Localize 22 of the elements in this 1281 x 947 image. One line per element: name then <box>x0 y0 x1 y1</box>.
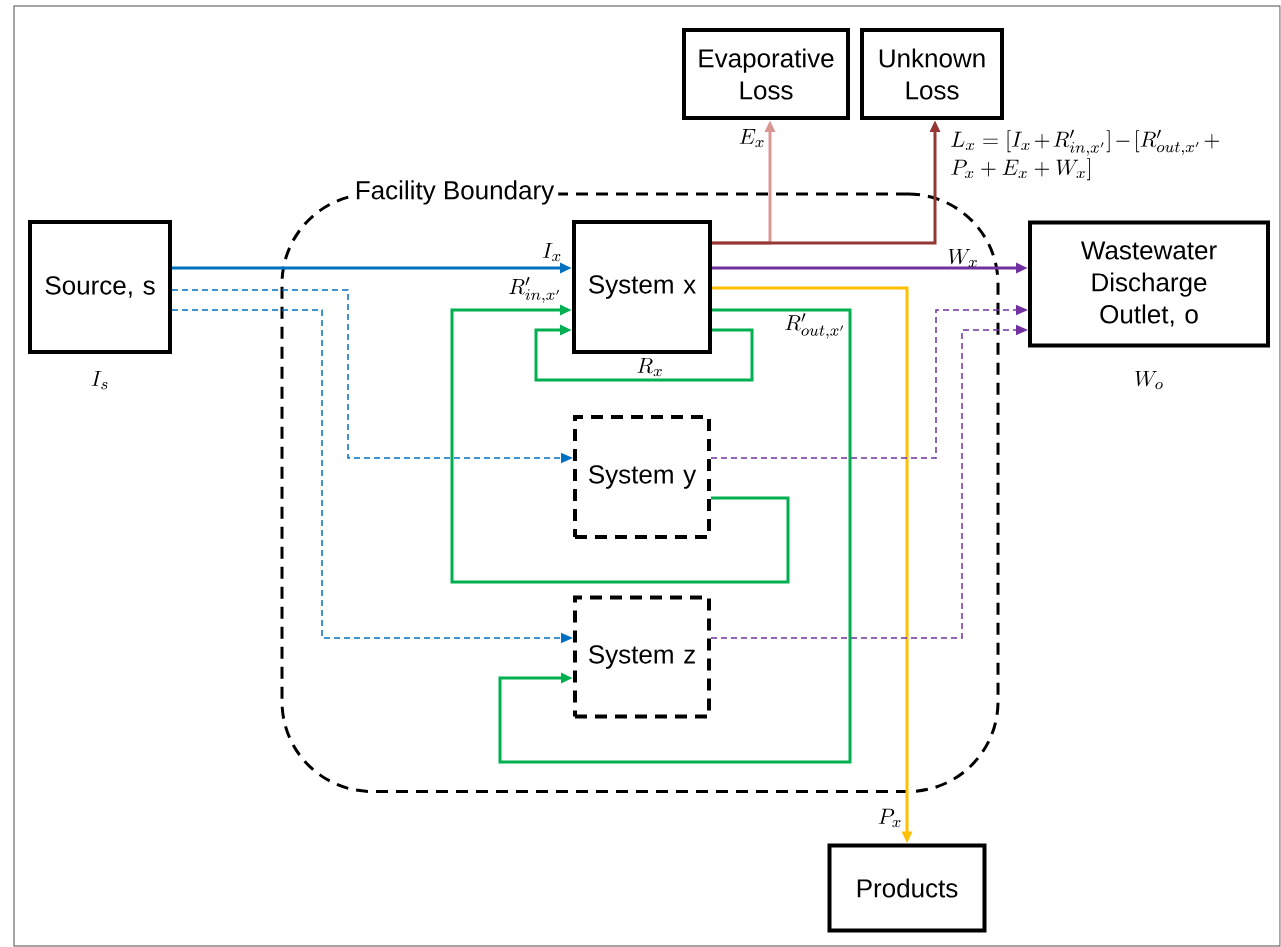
system-box: System y <box>573 415 711 539</box>
system-box: System x <box>572 220 712 354</box>
process-box: Unknown Loss <box>860 28 1004 120</box>
edge-label: $E_x$ <box>739 128 764 148</box>
edge-label: $I_x$ <box>542 242 561 262</box>
edge-label: $R'_{in,x'}$ <box>509 277 559 303</box>
edge-label: $L_x = [I_x + R'_{in,x'} ] - [R'_{out,x'} + P_x + E_x + W_x]$ <box>951 129 1220 181</box>
process-box: Wastewater Discharge Outlet, o <box>1028 220 1270 348</box>
arrow <box>450 304 790 584</box>
node-symbol: $I_s$ <box>91 370 108 390</box>
process-box: Source, s <box>28 220 172 354</box>
node-symbol: $W_o$ <box>1135 370 1163 390</box>
arrow <box>534 324 754 382</box>
edge-label: $R'_{out,x'}$ <box>785 313 844 339</box>
system-box: System z <box>573 595 711 719</box>
process-box: Products <box>827 843 987 933</box>
edge-label: $W_x$ <box>948 248 977 268</box>
edge-label: $P_x$ <box>878 808 901 828</box>
edge-label: $R_x$ <box>637 357 662 377</box>
arrow <box>498 308 852 764</box>
boundary-label: Facility Boundary <box>350 176 559 209</box>
process-box: Evaporative Loss <box>682 28 850 120</box>
